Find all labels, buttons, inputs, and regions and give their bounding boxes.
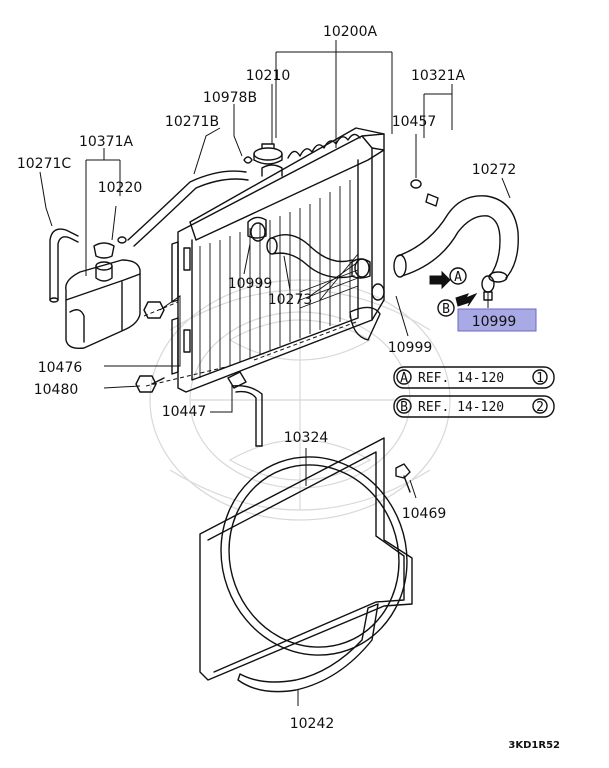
label-10978B: 10978B bbox=[203, 90, 257, 106]
ref-b-letter: B bbox=[400, 400, 408, 415]
hose-clamps bbox=[250, 222, 495, 301]
reference-a: A REF. 14-120 1 bbox=[393, 366, 555, 389]
mounting-bolts bbox=[135, 301, 165, 393]
overflow-hose bbox=[117, 170, 249, 247]
radiator-core bbox=[171, 127, 385, 393]
hose-clip bbox=[243, 156, 253, 164]
shroud-bolt bbox=[395, 463, 411, 493]
highlight-box bbox=[457, 308, 537, 332]
callout-arrow-a: A bbox=[429, 267, 467, 290]
reference-b: B REF. 14-120 2 bbox=[393, 395, 555, 418]
ref-a-number: 1 bbox=[536, 371, 544, 386]
callout-b-letter: B bbox=[442, 302, 450, 317]
lower-radiator-hose bbox=[266, 234, 355, 279]
radiator-fins bbox=[199, 180, 359, 378]
upper-radiator-hose bbox=[393, 195, 519, 283]
label-10457: 10457 bbox=[392, 114, 437, 130]
reserve-tank bbox=[65, 242, 141, 350]
label-10220: 10220 bbox=[98, 180, 143, 196]
label-10272: 10272 bbox=[472, 162, 517, 178]
ref-a-letter: A bbox=[400, 371, 408, 386]
label-10999-bottom: 10999 bbox=[388, 340, 433, 356]
drain-cock-hose bbox=[231, 384, 263, 447]
ref-b-number: 2 bbox=[536, 400, 544, 415]
diagram-code: 3KD1R52 bbox=[508, 740, 560, 751]
label-10999-left: 10999 bbox=[228, 276, 273, 292]
label-10371A: 10371A bbox=[79, 134, 134, 150]
label-10480: 10480 bbox=[34, 382, 79, 398]
label-10999-highlight[interactable]: 10999 bbox=[472, 314, 517, 330]
fan-shroud bbox=[199, 437, 413, 681]
label-10242: 10242 bbox=[290, 716, 335, 732]
label-10321A: 10321A bbox=[411, 68, 466, 84]
callout-a-letter: A bbox=[454, 270, 462, 285]
radiator-cap bbox=[253, 143, 283, 165]
leader-lines bbox=[39, 40, 511, 706]
drain-hose bbox=[49, 228, 79, 303]
lower-shroud bbox=[237, 603, 379, 693]
callout-arrow-b: B bbox=[437, 292, 478, 317]
label-10447: 10447 bbox=[162, 404, 207, 420]
label-10271C: 10271C bbox=[17, 156, 72, 172]
ref-a-text: REF. 14-120 bbox=[418, 371, 504, 386]
label-10324: 10324 bbox=[284, 430, 329, 446]
label-10200A: 10200A bbox=[323, 24, 378, 40]
label-10273: 10273 bbox=[268, 292, 313, 308]
label-10271B: 10271B bbox=[165, 114, 219, 130]
label-10476: 10476 bbox=[38, 360, 83, 376]
ref-b-text: REF. 14-120 bbox=[418, 400, 504, 415]
hose-bracket bbox=[410, 179, 439, 207]
highlighted-part-10999[interactable]: 10999 bbox=[457, 308, 537, 332]
label-10469: 10469 bbox=[402, 506, 447, 522]
label-10210: 10210 bbox=[246, 68, 291, 84]
